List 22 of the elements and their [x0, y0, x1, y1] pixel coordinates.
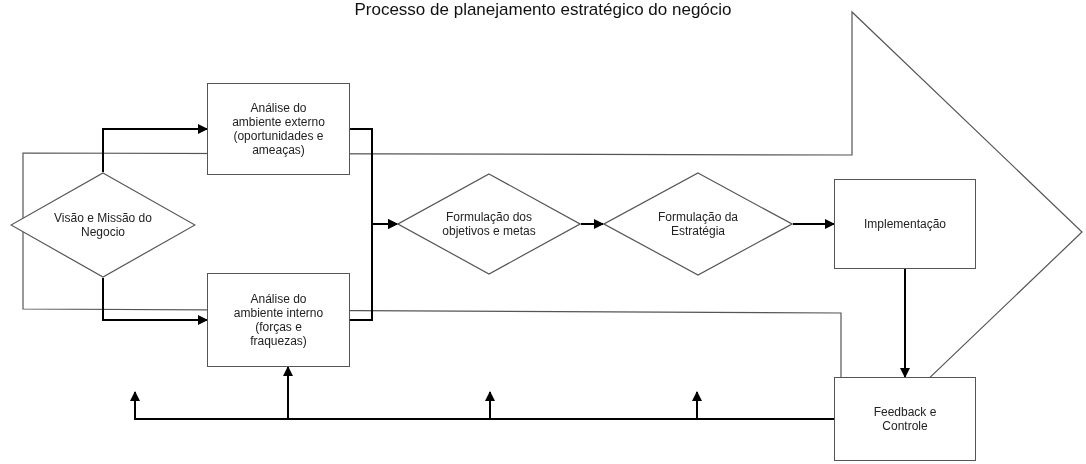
connector-arrow: [102, 277, 208, 325]
decision-diamond: [397, 173, 581, 275]
decision-diamond: [10, 172, 196, 278]
connector-arrow: [102, 124, 208, 173]
decision-diamond: [603, 172, 793, 276]
process-box: [834, 377, 976, 461]
node-label: Formulação da Estratégia: [656, 210, 739, 238]
diagram-title: Processo de planejamento estratégico do negócio: [353, 0, 733, 20]
process-box: [207, 83, 350, 175]
node-label: Formulação dos objetivos e metas: [441, 210, 537, 238]
node-label: Implementação: [863, 217, 946, 231]
process-box: [207, 273, 350, 367]
connector-arrow: [692, 391, 835, 420]
process-box: [834, 179, 976, 269]
connector-arrow: [580, 219, 604, 229]
node-label: Análise do ambiente interno (forças e fraquezas): [232, 292, 325, 348]
node-label: Visão e Missão do Negocio: [53, 211, 153, 239]
connector-arrow: [792, 219, 835, 229]
connector-arrow: [900, 268, 910, 378]
connector-arrow: [349, 219, 398, 321]
node-label: Análise do ambiente externo (oportunidades e ameaças): [231, 101, 326, 157]
node-label: Feedback e Controle: [872, 405, 938, 433]
